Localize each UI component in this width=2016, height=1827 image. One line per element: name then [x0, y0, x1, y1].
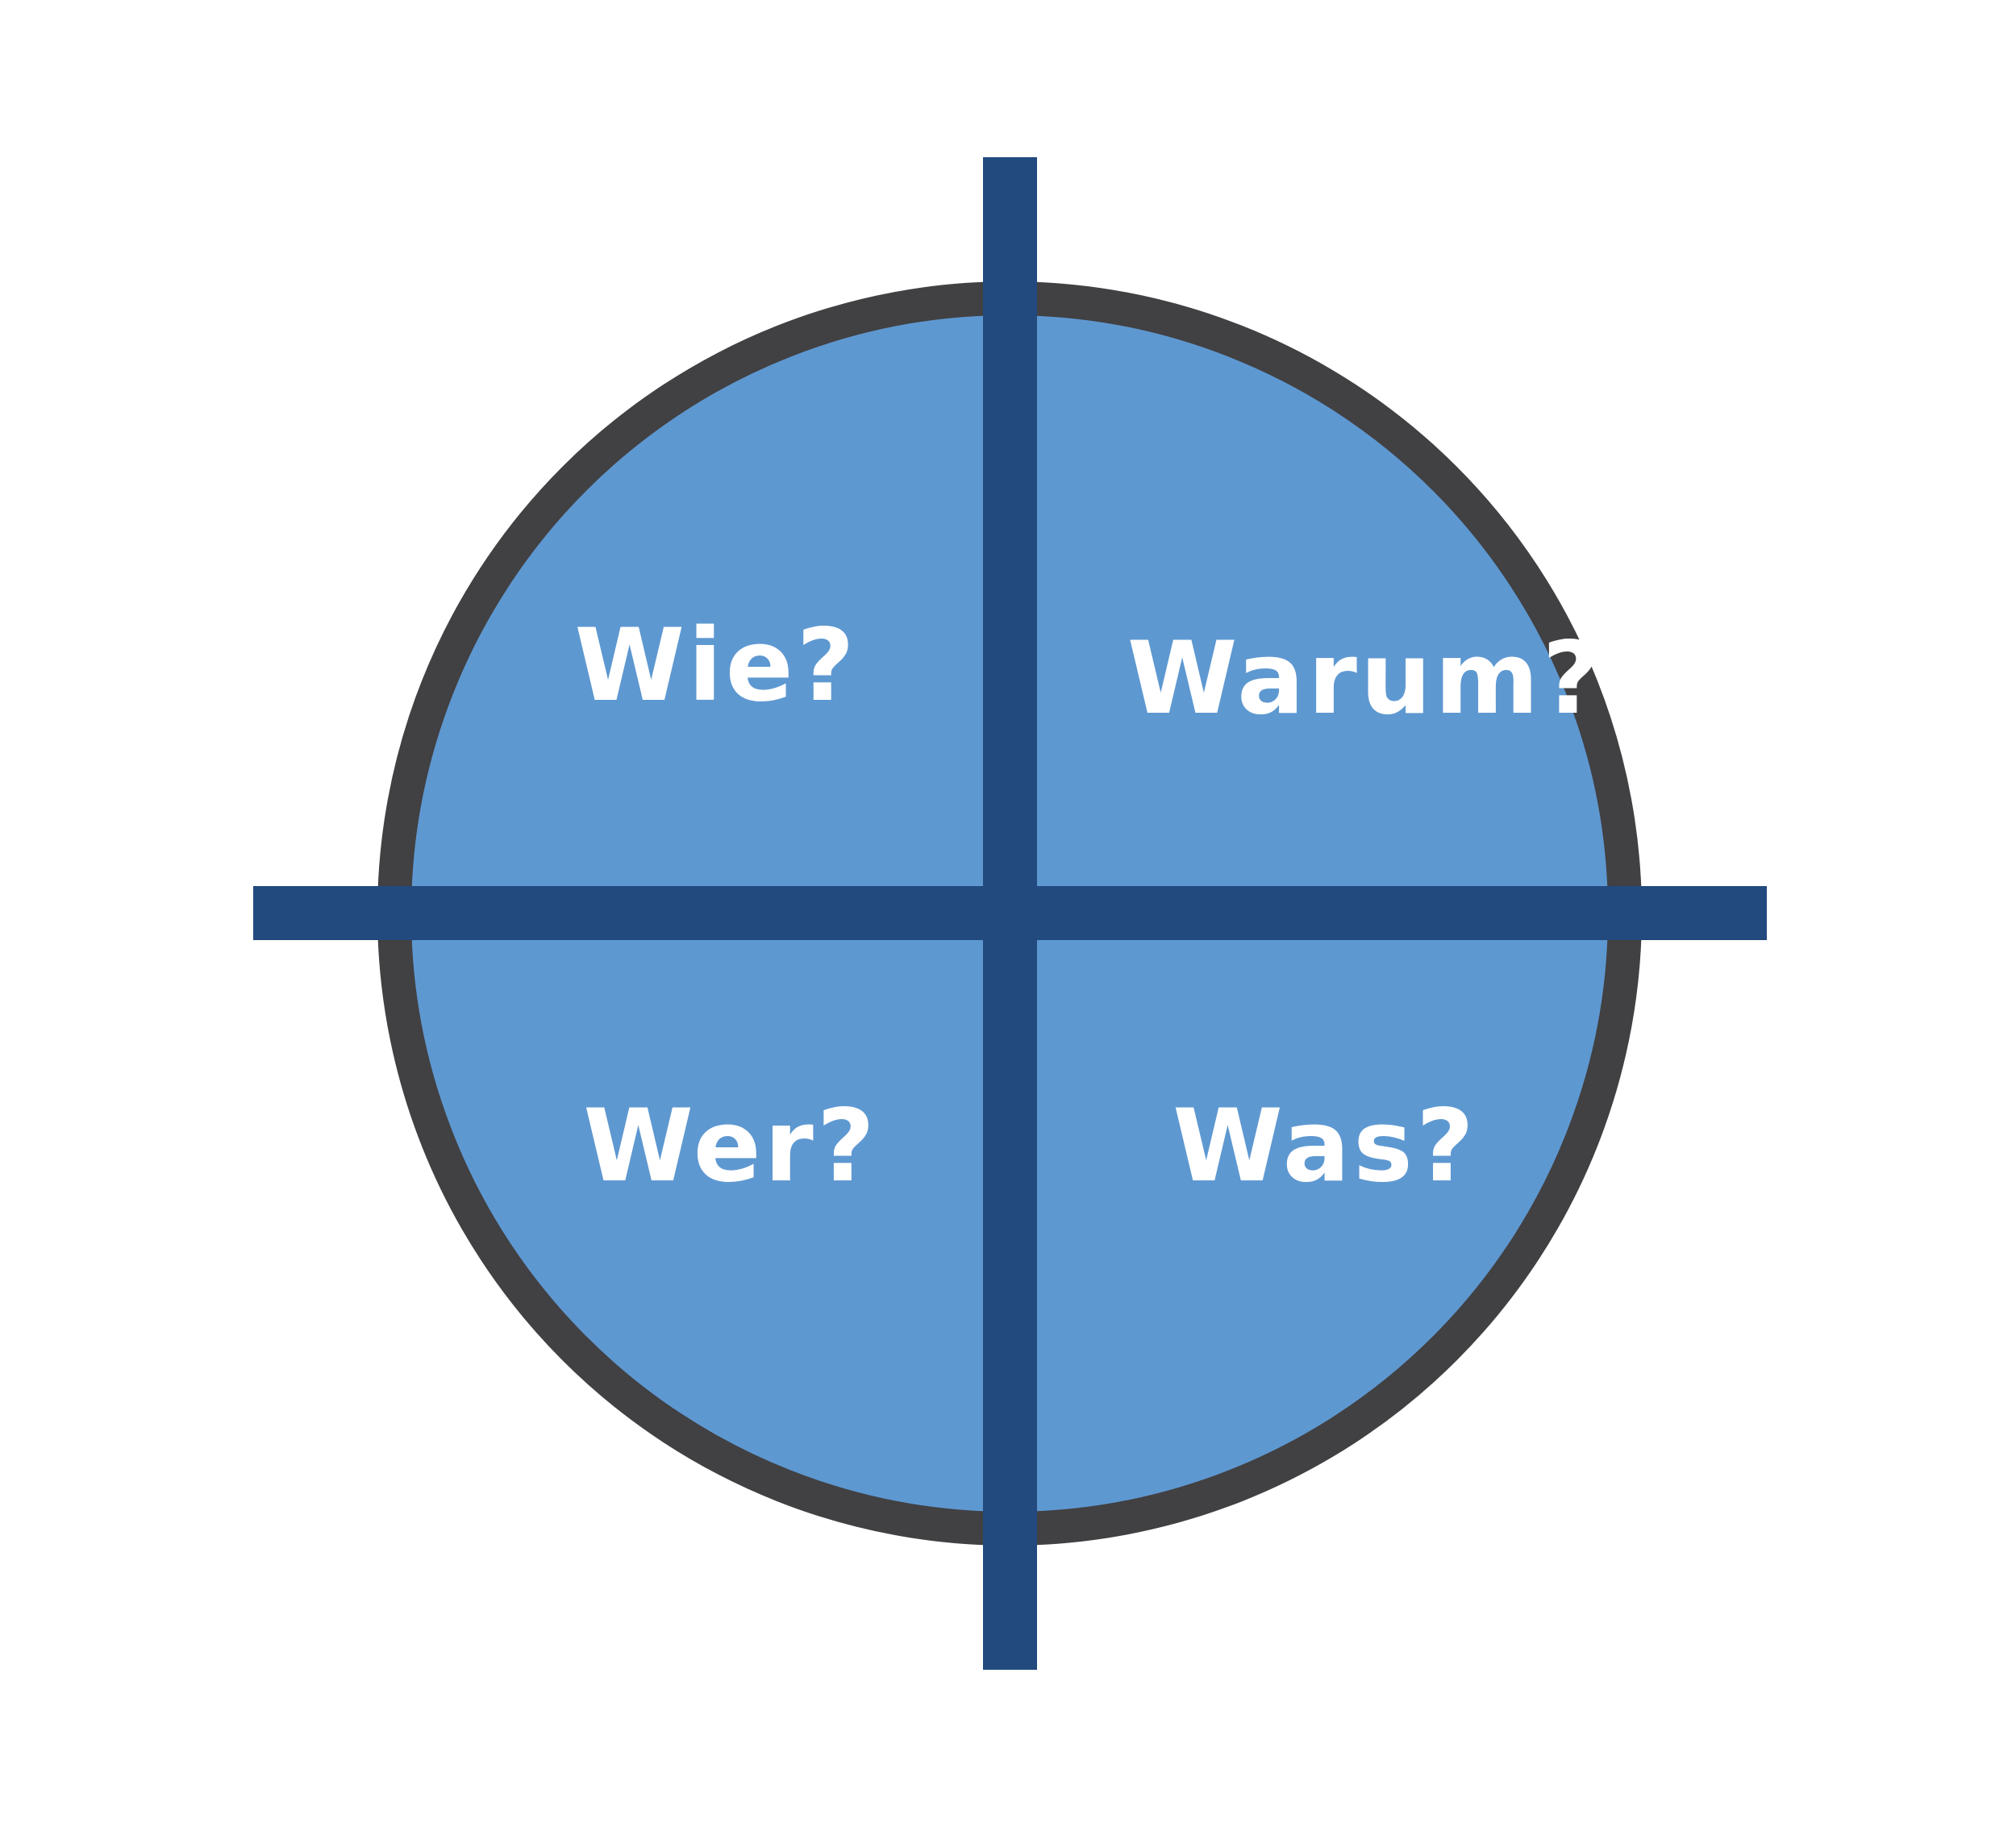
quadrant-label-top-right: Warum? [1127, 621, 1604, 737]
quadrant-label-bottom-right: Was? [1173, 1088, 1477, 1205]
quadrant-label-bottom-left: Wer? [583, 1088, 878, 1205]
horizontal-cross-bar [253, 886, 1767, 940]
quadrant-label-top-left: Wie? [574, 608, 857, 724]
